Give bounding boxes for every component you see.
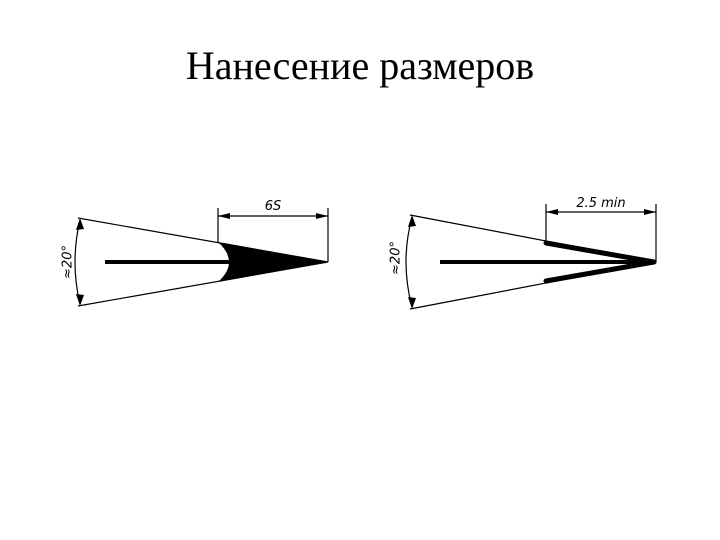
left-dimension-arrow-start — [218, 213, 230, 219]
right-arrowhead-lower-stroke — [543, 259, 657, 284]
right-arrowhead-upper-stroke — [543, 240, 657, 265]
left-angle-label: ≈20° — [61, 245, 76, 279]
left-figure: ≈20° 6S — [61, 199, 329, 307]
slide-title: Нанесение размеров — [185, 43, 535, 88]
right-angle-label: ≈20° — [389, 241, 404, 275]
left-dimension-arrow-end — [316, 213, 328, 219]
left-dimension-label: 6S — [265, 199, 282, 214]
left-angle-arc-arrow-bottom — [76, 294, 84, 306]
right-angle-arc — [405, 216, 413, 308]
left-angle-arc — [74, 219, 81, 305]
right-angle-arc-arrow-bottom — [408, 297, 416, 309]
left-angle-arc-arrow-top — [76, 218, 84, 230]
right-dimension-arrow-start — [546, 209, 558, 215]
right-dimension-label: 2.5 min — [576, 196, 625, 211]
right-figure: ≈20° 2.5 min — [389, 196, 657, 310]
left-solid-arrowhead — [218, 242, 328, 282]
right-angle-arc-arrow-top — [408, 215, 416, 227]
right-dimension-arrow-end — [644, 209, 656, 215]
